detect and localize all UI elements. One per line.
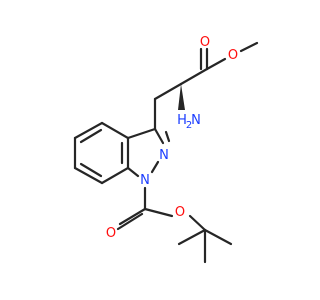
atom-o-carbonyl-boc: O (106, 226, 116, 241)
bonds (73, 41, 259, 264)
atom-o-ester-boc: O (175, 205, 185, 220)
bond (79, 128, 103, 144)
bond (239, 41, 259, 53)
molecule-drawing: O O N H 2 N N O O (73, 35, 259, 264)
atom-amine-h-count: 2 (186, 120, 192, 131)
atom-labels: O O N H 2 N N O O (106, 35, 238, 241)
atom-o-carbonyl-top: O (200, 35, 210, 50)
bond (100, 121, 130, 140)
bond (126, 127, 157, 140)
bond (150, 160, 160, 174)
bond (73, 166, 104, 185)
bond (79, 162, 103, 178)
bond (164, 130, 171, 143)
atom-amine-n: N (191, 113, 201, 128)
atom-o-ester-top: O (228, 48, 238, 63)
bond (203, 228, 233, 246)
bond (153, 82, 183, 101)
bond (100, 166, 130, 185)
bond (153, 127, 165, 145)
atom-n-ring-1: N (140, 173, 150, 188)
bond (177, 228, 207, 246)
bond (73, 121, 104, 140)
atom-n-ring-2: N (159, 148, 169, 163)
atom-amine-h: H (177, 113, 187, 128)
bond (188, 214, 207, 232)
bond (178, 84, 185, 110)
bond (126, 166, 140, 178)
structure-canvas: O O N H 2 N N O O (73, 35, 259, 264)
bond (179, 67, 209, 86)
bond (116, 212, 144, 231)
bond (118, 207, 147, 226)
bond (143, 207, 174, 218)
bond (205, 57, 227, 71)
